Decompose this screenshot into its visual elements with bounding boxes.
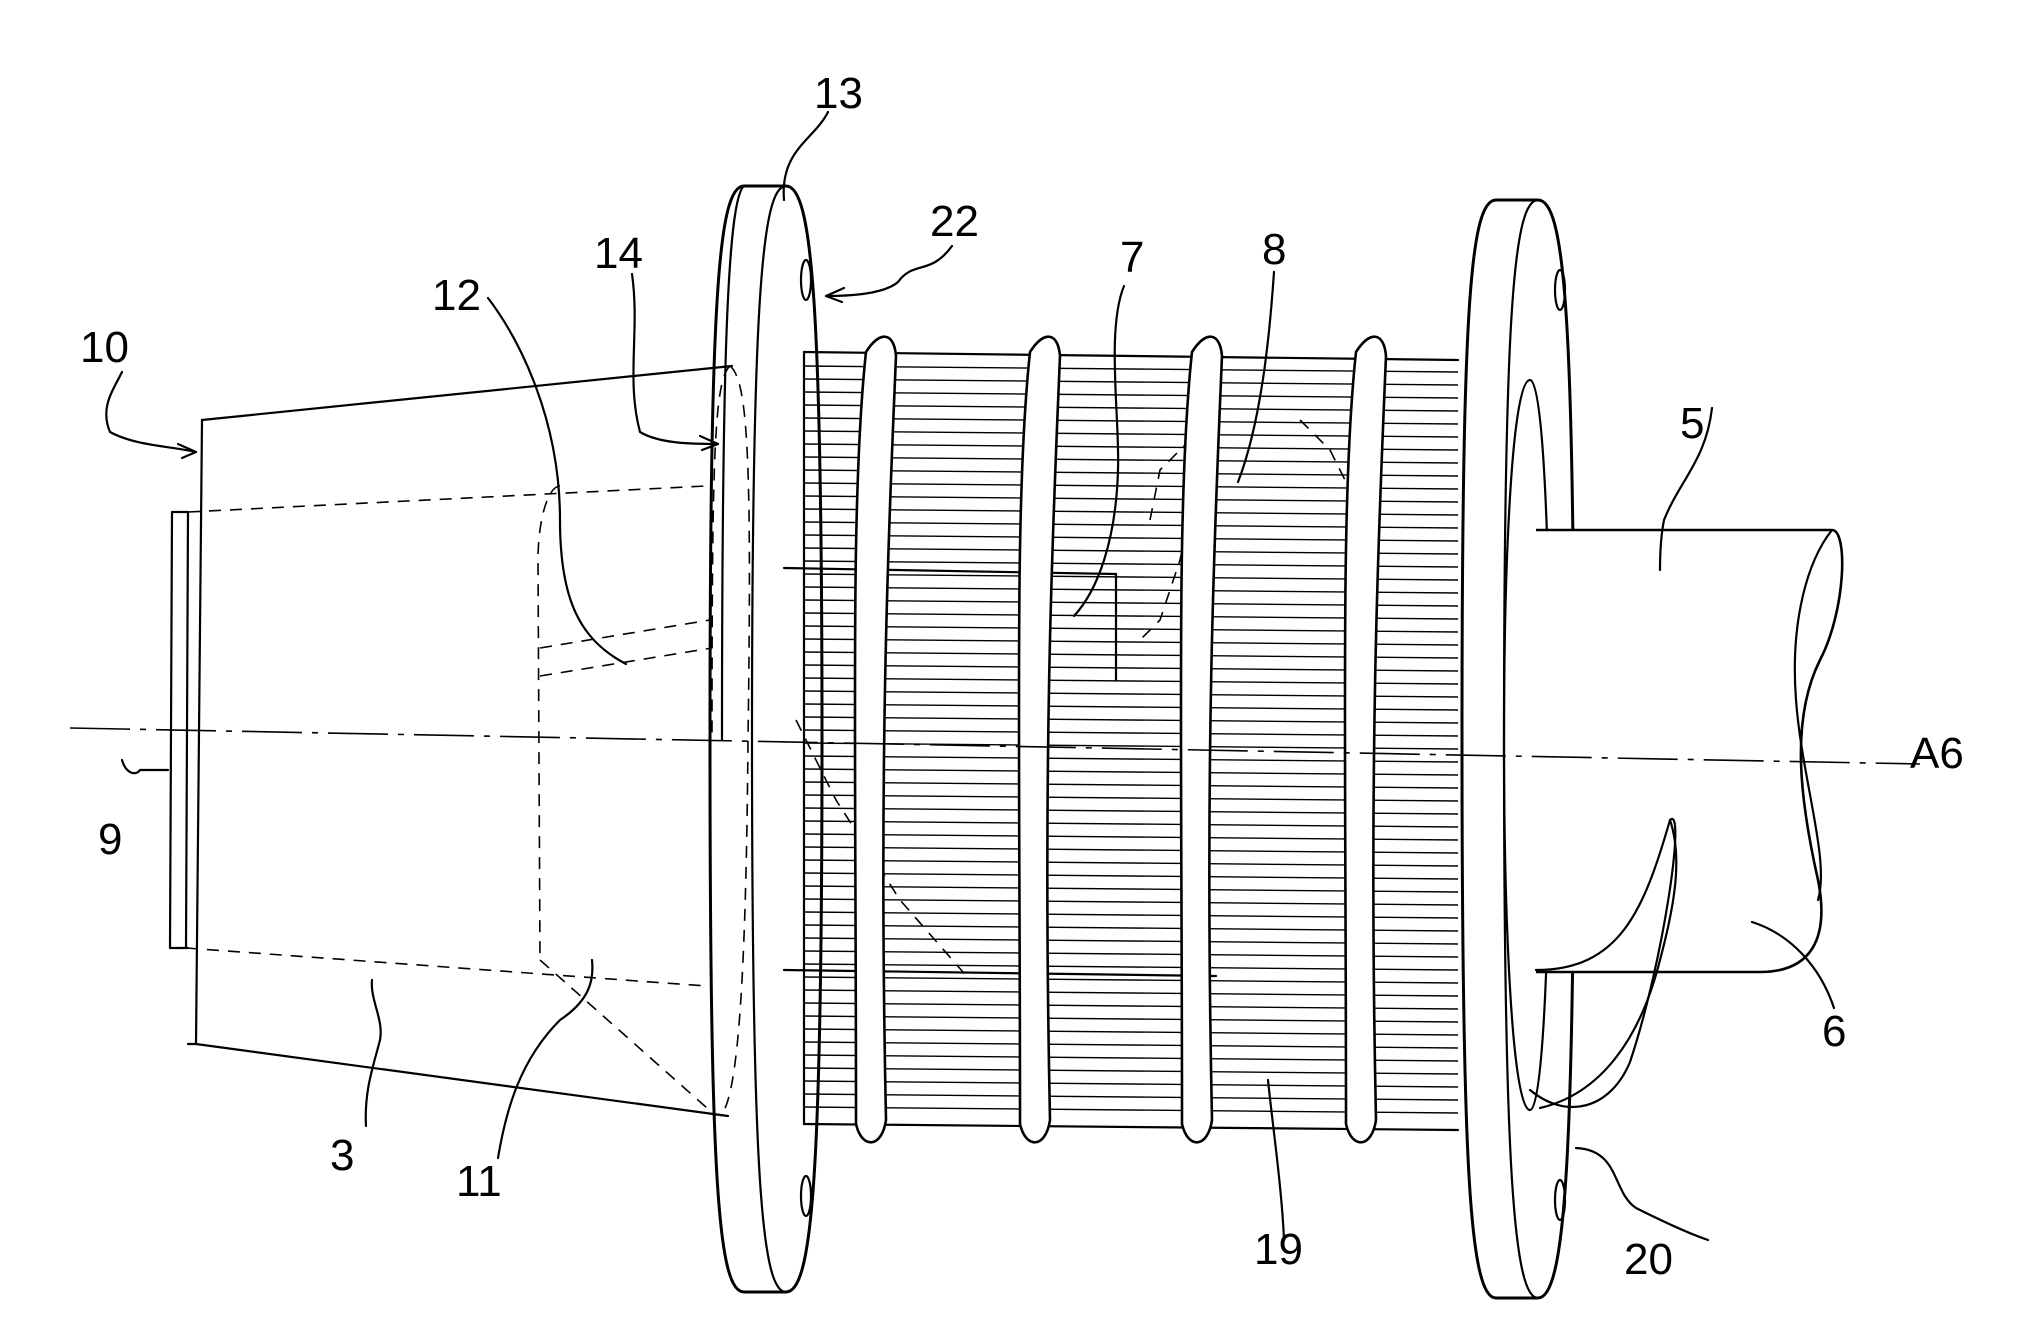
label-14: 14 bbox=[594, 229, 643, 278]
label-3: 3 bbox=[330, 1131, 354, 1180]
label-11: 11 bbox=[456, 1157, 502, 1206]
label-10: 10 bbox=[80, 323, 129, 372]
label-8: 8 bbox=[1262, 225, 1286, 274]
label-22: 22 bbox=[930, 197, 979, 246]
label-7: 7 bbox=[1120, 233, 1144, 282]
label-a6: A6 bbox=[1910, 729, 1964, 778]
label-20: 20 bbox=[1624, 1235, 1673, 1284]
bolt-hole-icon bbox=[801, 1176, 811, 1216]
helical-wire-wrap bbox=[1019, 337, 1060, 1143]
helical-wire-wrap bbox=[855, 337, 896, 1143]
label-13: 13 bbox=[814, 69, 863, 118]
label-12: 12 bbox=[432, 271, 481, 320]
conical-housing bbox=[170, 366, 749, 1116]
label-19: 19 bbox=[1254, 1225, 1303, 1274]
helical-wire-wrap bbox=[1181, 337, 1222, 1143]
screw-shaft bbox=[1530, 530, 1842, 1108]
bolt-hole-icon bbox=[801, 260, 811, 300]
label-5: 5 bbox=[1680, 399, 1704, 448]
label-9: 9 bbox=[98, 815, 122, 864]
label-6: 6 bbox=[1822, 1007, 1846, 1056]
